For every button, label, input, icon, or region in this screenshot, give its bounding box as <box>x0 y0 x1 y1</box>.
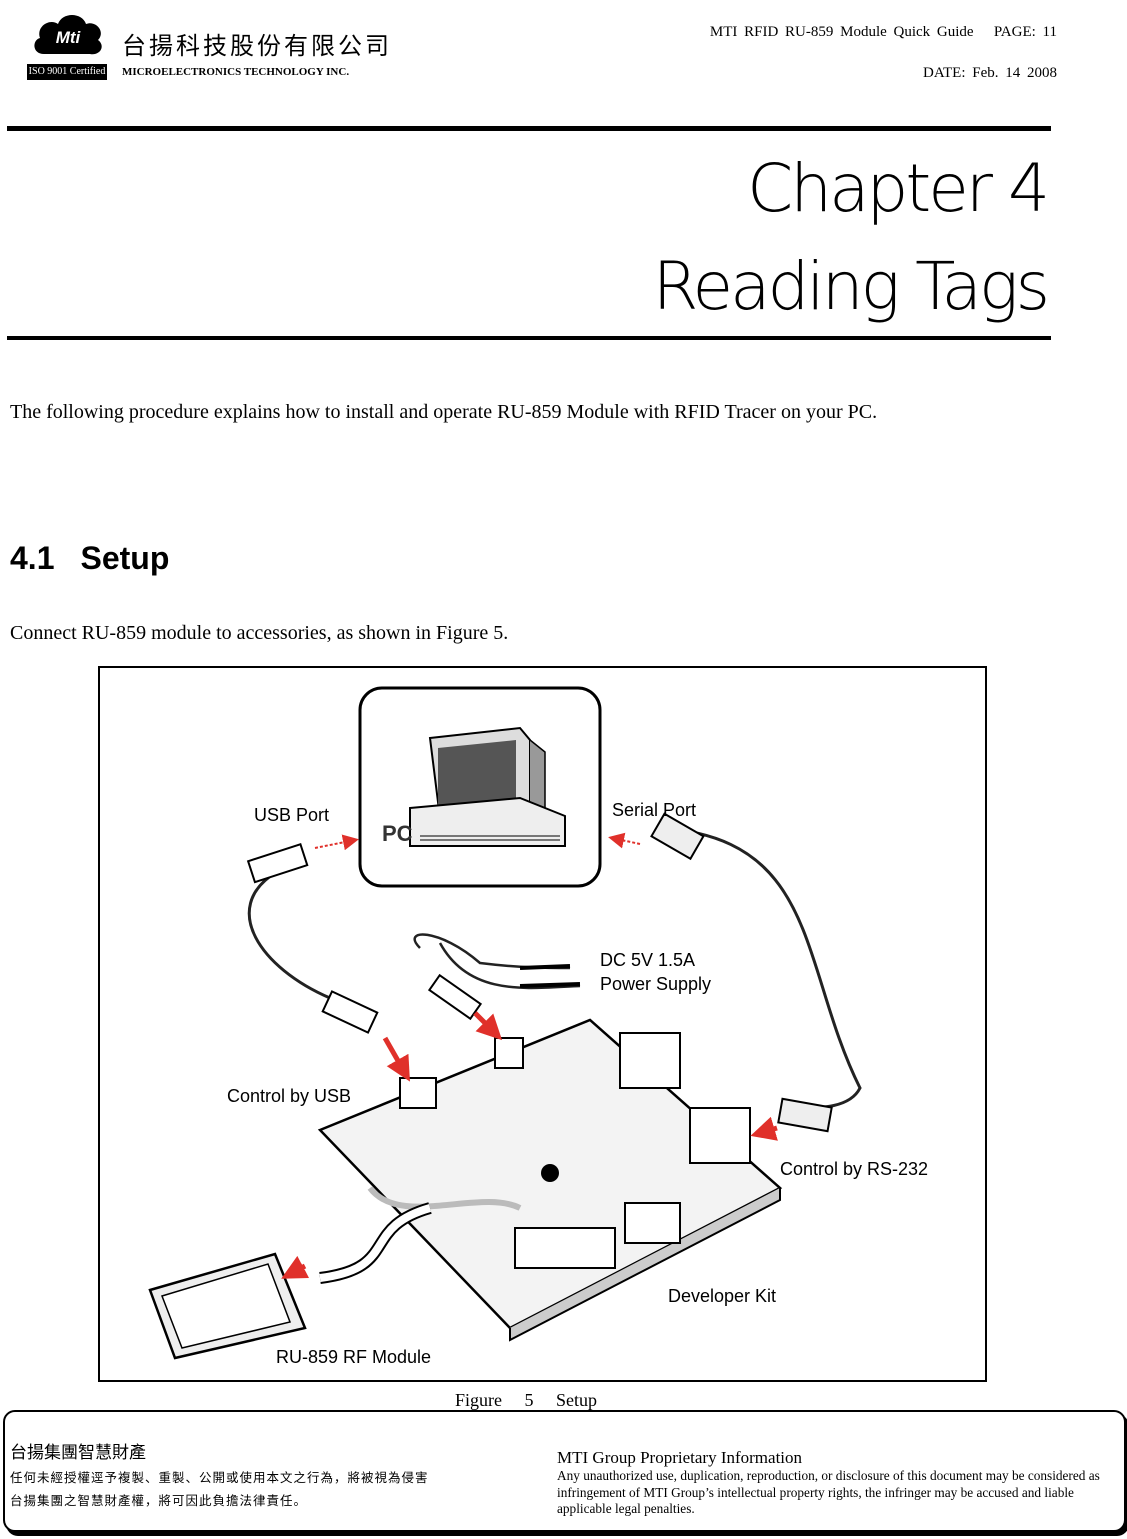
footer-cn-body: 任何未經授權逕予複製、重製、公開或使用本文之行為，將被視為侵害 台揚集團之智慧財… <box>10 1466 550 1512</box>
connection-arrows <box>281 832 778 1279</box>
footer-cn-line2: 台揚集團之智慧財產權，將可因此負擔法律責任。 <box>10 1493 308 1508</box>
power-supply-label-line2: Power Supply <box>600 974 711 994</box>
footer-cn-title: 台揚集團智慧財產 <box>10 1443 146 1463</box>
doc-date: DATE: Feb. 14 2008 <box>923 65 1057 81</box>
setup-diagram: PC <box>148 686 928 1367</box>
usb-port-label: USB Port <box>254 805 329 825</box>
section-number: 4.1 <box>10 540 55 576</box>
developer-kit-label: Developer Kit <box>668 1286 776 1306</box>
chapter-rule <box>7 336 1051 340</box>
chapter-number: Chapter 4 <box>747 150 1050 227</box>
footer-cn-line1: 任何未經授權逕予複製、重製、公開或使用本文之行為，將被視為侵害 <box>10 1470 429 1485</box>
figure-caption: Figure 5 Setup <box>455 1390 597 1410</box>
rf-module-label: RU-859 RF Module <box>276 1347 431 1367</box>
company-name-english: MICROELECTRONICS TECHNOLOGY INC. <box>122 66 350 78</box>
developer-board-illustration <box>317 1018 783 1342</box>
footer-notice-box <box>3 1410 1126 1532</box>
lead-sentence: Connect RU-859 module to accessories, as… <box>10 622 509 644</box>
pc-illustration: PC <box>358 686 602 888</box>
control-rs232-label: Control by RS-232 <box>780 1159 928 1179</box>
logo-text: Mti <box>56 28 82 47</box>
company-logo: Mti <box>34 15 102 55</box>
serial-plug-icon <box>650 812 833 1133</box>
chapter-title: Reading Tags <box>652 248 1050 325</box>
top-rule <box>7 126 1051 131</box>
footer-en-title: MTI Group Proprietary Information <box>557 1448 803 1467</box>
page-number: PAGE: 11 <box>993 24 1057 40</box>
intro-paragraph: The following procedure explains how to … <box>10 401 878 423</box>
control-usb-label: Control by USB <box>227 1086 351 1106</box>
usb-plug-icon <box>246 842 379 1034</box>
pc-label: PC <box>382 821 413 846</box>
power-plug-icon <box>427 964 581 1021</box>
rf-module-illustration <box>148 1252 307 1360</box>
section-heading: 4.1 Setup <box>10 540 169 577</box>
doc-title: MTI RFID RU-859 Module Quick Guide <box>709 24 974 40</box>
header-doc-info: MTI RFID RU-859 Module Quick Guide PAGE:… <box>710 24 1057 41</box>
company-name-chinese: 台揚科技股份有限公司 <box>122 32 392 60</box>
serial-port-label: Serial Port <box>612 800 696 820</box>
iso-badge: ISO 9001 Certified <box>27 64 107 80</box>
power-supply-label-line1: DC 5V 1.5A <box>600 950 695 970</box>
section-title: Setup <box>80 540 170 576</box>
footer-en-body: Any unauthorized use, duplication, repro… <box>557 1468 1100 1516</box>
figure-frame: PC <box>98 666 987 1382</box>
